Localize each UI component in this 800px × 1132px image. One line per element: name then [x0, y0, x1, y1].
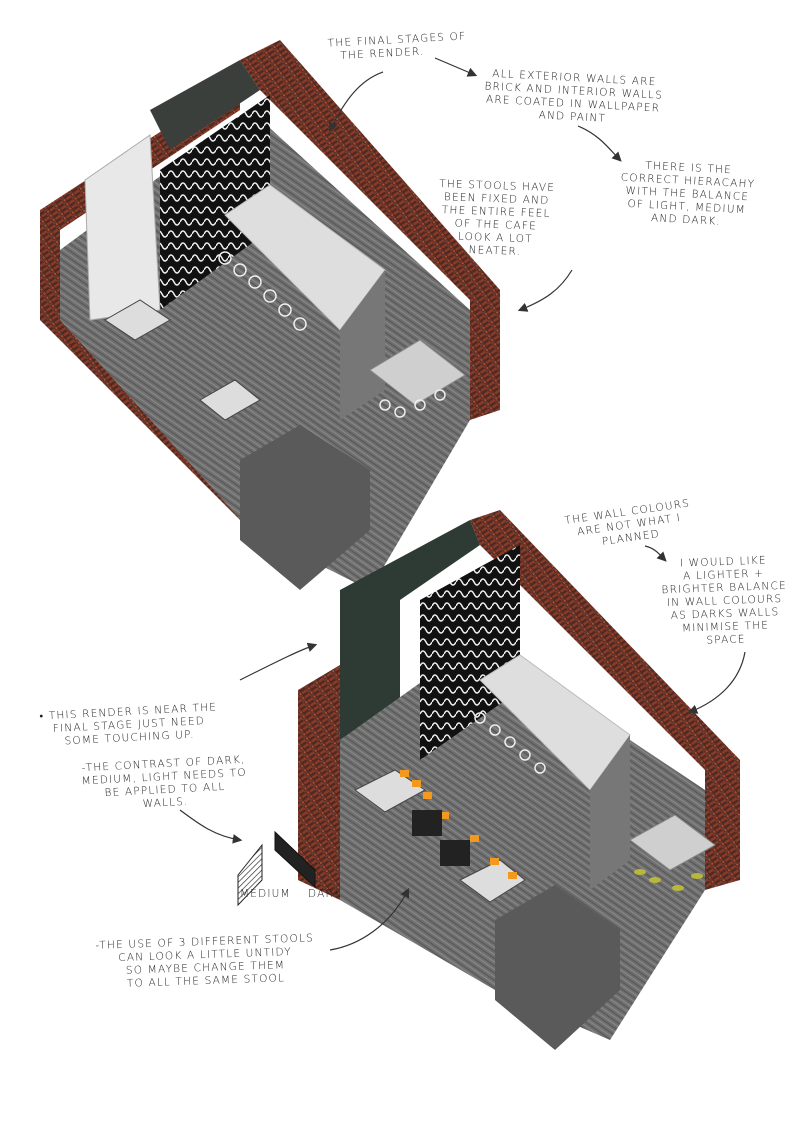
- toilet-partition: [84, 134, 161, 321]
- patterned-bench: [104, 299, 171, 341]
- note-exterior-walls: All exterior walls arebrick and interior…: [484, 67, 664, 125]
- square-table: [369, 339, 466, 406]
- patterned-bench: [199, 379, 261, 421]
- note-contrast: -The contrast of dark,medium, light need…: [81, 753, 248, 811]
- table-counter-bottom: [495, 885, 620, 1050]
- dark-block: [440, 840, 470, 866]
- tribal-wallpaper: [160, 95, 270, 310]
- swatch-dark-label: Dark: [308, 888, 343, 900]
- table-counter-bottom: [240, 425, 370, 590]
- counter-side: [590, 735, 630, 890]
- patterned-bench: [459, 859, 526, 903]
- tribal-wallpaper: [420, 545, 520, 760]
- dark-partition: [150, 60, 260, 150]
- render-top: [40, 40, 500, 590]
- counter-side: [340, 270, 385, 420]
- lime-stools: [634, 869, 703, 891]
- dark-wall: [340, 520, 480, 740]
- white-stools: [474, 712, 546, 774]
- patterned-bench: [354, 769, 426, 813]
- brick-wall-back: [240, 40, 500, 420]
- render-bottom: [298, 510, 740, 1050]
- swatch-medium-label: Medium: [240, 888, 291, 900]
- note-stools-fixed: The stools havebeen fixed andthe entire …: [438, 178, 556, 258]
- dark-block: [412, 810, 442, 836]
- stools: [218, 251, 446, 418]
- swatch-dark-icon: [274, 830, 316, 889]
- brick-wall-back: [470, 510, 740, 890]
- note-lighter-balance: I would likea lighter +brighter balancei…: [661, 554, 788, 647]
- swatch-medium-icon: [237, 843, 263, 907]
- annotation-arrows: [179, 57, 746, 951]
- note-hierarchy: There is thecorrect hieracahywith the ba…: [620, 159, 756, 228]
- orange-stools: [400, 770, 517, 879]
- brick-wall-left: [298, 665, 340, 900]
- note-stools-different: -The use of 3 different stoolscan look a…: [95, 932, 315, 990]
- square-table: [629, 814, 716, 871]
